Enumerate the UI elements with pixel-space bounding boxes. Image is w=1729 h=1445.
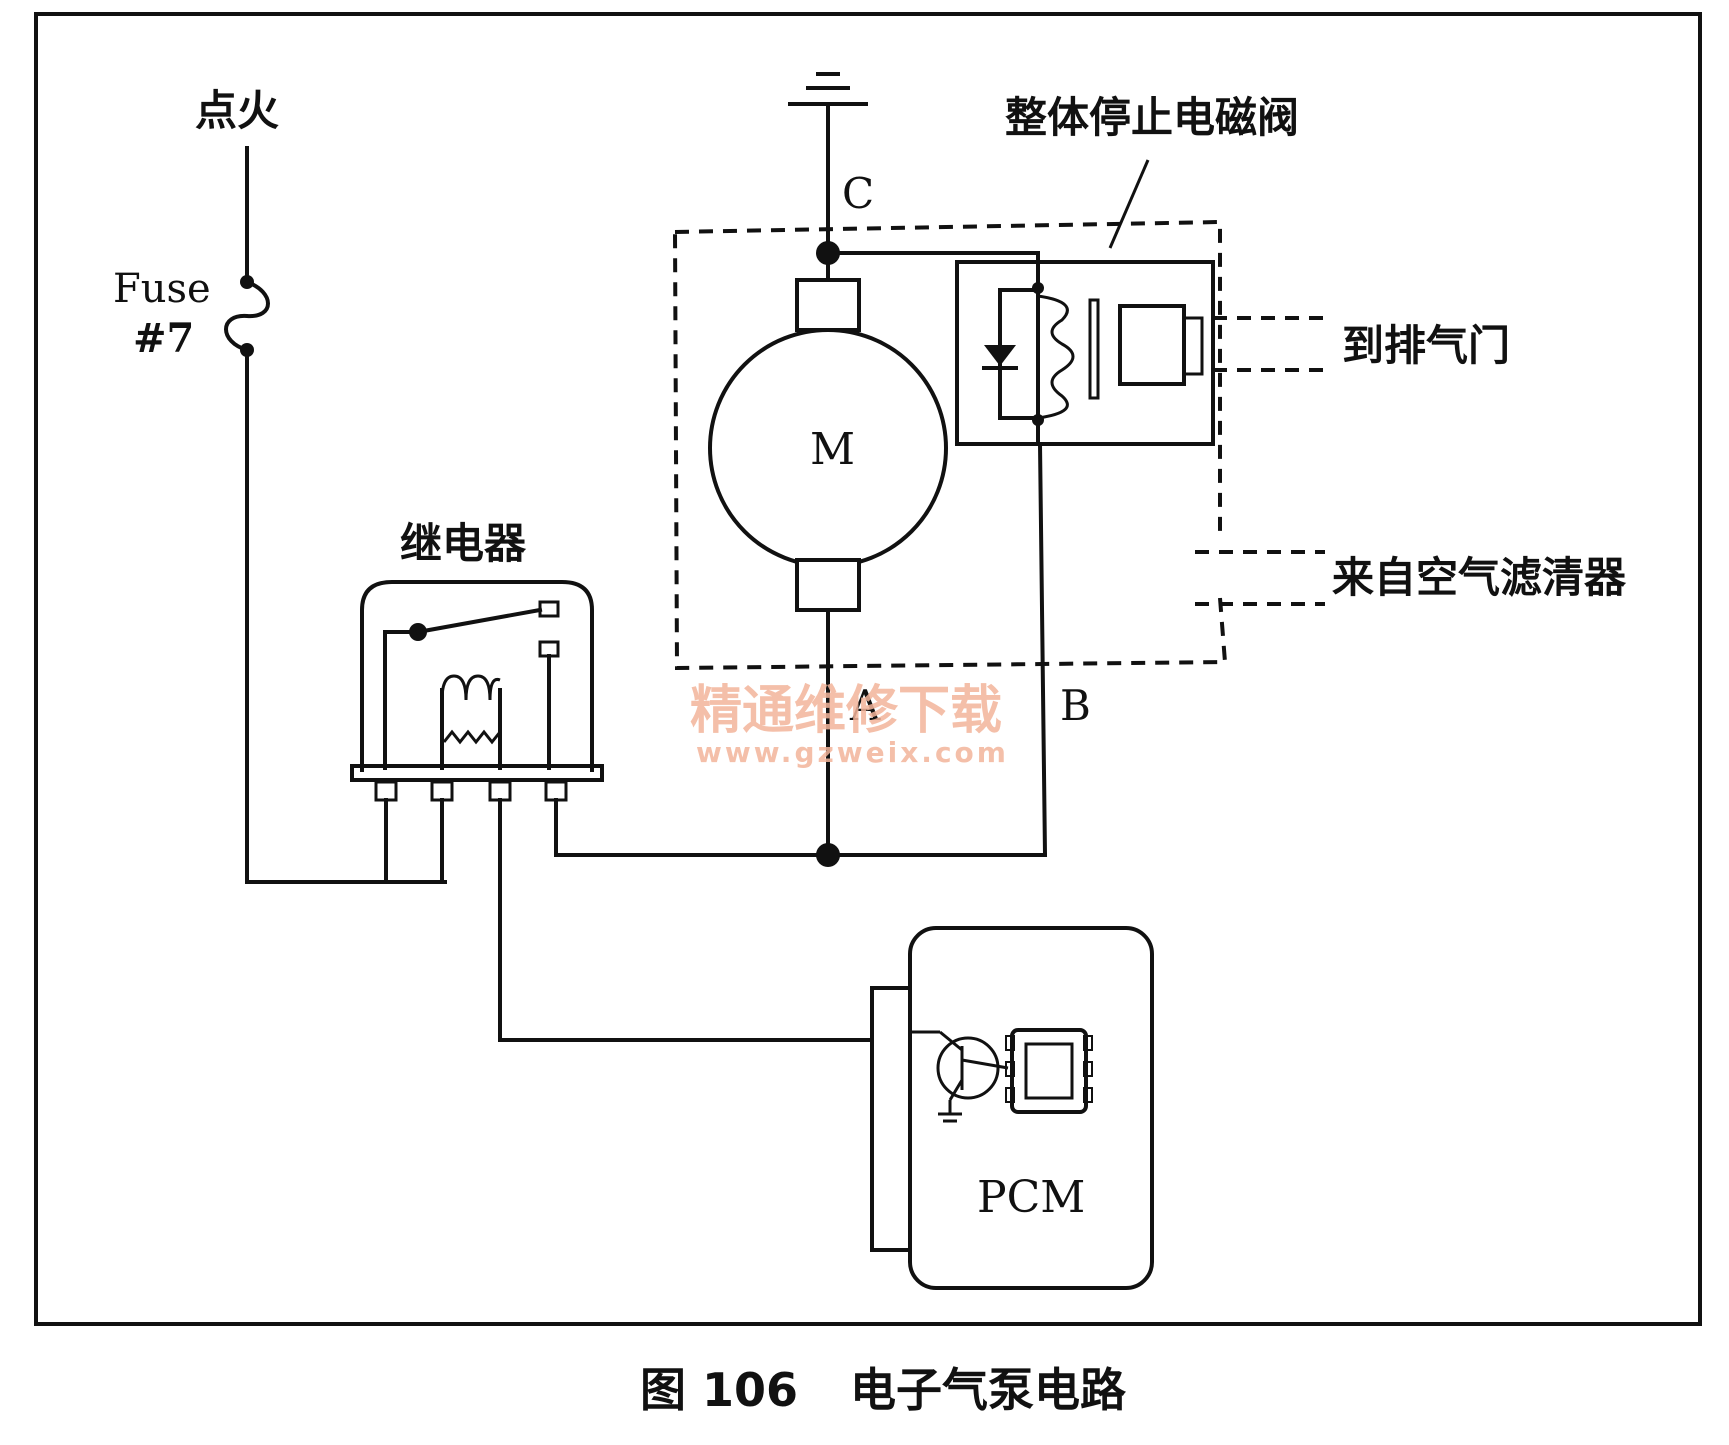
terminal-c-label: C [842,169,874,218]
diode-icon [982,345,1018,370]
pcm-label: PCM [977,1172,1085,1223]
pcm-module: PCM [870,926,1154,1290]
motor-label: M [810,424,855,475]
solenoid-leader-line [1108,159,1150,249]
motor-bottom-brush [795,558,861,612]
from-air-filter-label: 来自空气滤清器 [1332,553,1627,602]
valve-plunger [1118,304,1186,386]
figure-title: 电子气泵电路 [850,1363,1127,1417]
ic-chip-icon [1005,1028,1093,1114]
pcm-ground-icon [938,1100,962,1123]
junction-a [816,843,840,867]
watermark-text: 精通维修下载 [690,681,1002,741]
relay-housing [360,580,594,772]
transistor-icon [936,1030,1009,1101]
diagram-border [34,12,1702,1326]
relay-label: 继电器 [400,519,527,568]
ground-icon [788,72,868,106]
pump-assembly-boundary [674,219,1222,538]
watermark-url: www.gzweix.com [696,736,1009,769]
fuse-icon [224,275,270,357]
solenoid-label: 整体停止电磁阀 [1005,93,1299,142]
pcm-connector [870,986,912,1252]
relay-base [350,764,604,782]
figure-number: 图 106 [640,1363,798,1417]
terminal-a-label: A [849,681,881,730]
fuse-name-label: Fuse [113,266,211,312]
to-exhaust-valve-label: 到排气门 [1342,321,1510,370]
relay [350,580,604,802]
terminal-b-label: B [1060,681,1091,730]
solenoid-valve [955,260,1215,446]
motor: M [708,278,948,612]
solenoid-coil-icon [1037,294,1075,420]
ignition-label: 点火 [195,86,279,135]
motor-top-brush [795,278,861,332]
pcm-body [908,926,1154,1290]
fuse-number-label: #7 [133,315,194,362]
relay-coil-icon [440,674,502,770]
